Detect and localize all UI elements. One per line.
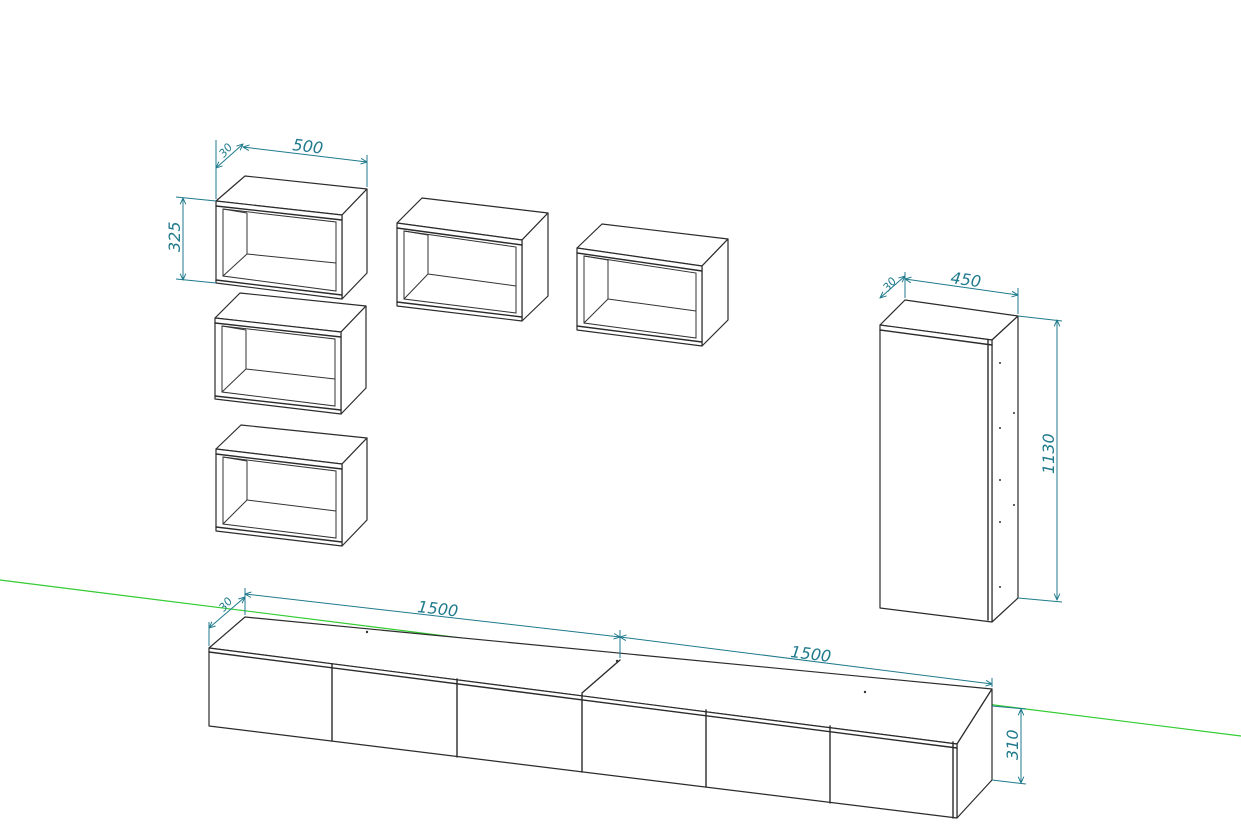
- dimension-shelf-depth: 30: [216, 141, 243, 168]
- dimension-base-height: 310: [991, 705, 1027, 785]
- open-shelf-1: [215, 175, 368, 300]
- dimension-label-shelf-height: 325: [165, 221, 184, 252]
- dimension-label-base-right-width: 1500: [790, 642, 833, 666]
- dimension-label-shelf-depth: 30: [216, 141, 235, 160]
- dimension-label-base-depth: 30: [216, 595, 235, 614]
- dimension-label-base-left-width: 1500: [417, 597, 460, 620]
- dimension-shelf-width: 500: [215, 135, 367, 199]
- tall-cabinet: [879, 299, 1019, 623]
- dimension-label-tall-width: 450: [949, 268, 982, 291]
- dimension-label-tall-height: 1130: [1039, 433, 1058, 474]
- open-shelf-3: [215, 424, 368, 547]
- dimension-shelf-height: 325: [165, 196, 217, 284]
- dimension-base-right-width: 1500: [620, 637, 992, 687]
- base-cabinet: [208, 616, 993, 819]
- open-shelf-2: [214, 292, 367, 415]
- dimension-tall-depth: 30: [880, 275, 905, 298]
- dimension-label-shelf-width: 500: [292, 135, 325, 158]
- dimension-tall-height: 1130: [1017, 315, 1063, 603]
- open-shelf-4: [396, 197, 549, 322]
- dimension-base-depth: 30: [209, 595, 245, 646]
- dimension-label-tall-depth: 30: [880, 275, 899, 294]
- open-shelf-5: [576, 223, 729, 347]
- dimension-label-base-height: 310: [1003, 729, 1022, 760]
